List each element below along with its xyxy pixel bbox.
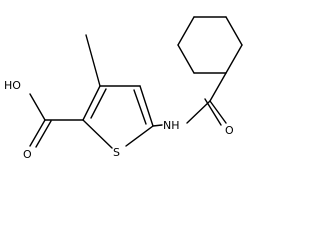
- bond: [186, 100, 211, 124]
- bond: [152, 124, 163, 127]
- bond: [225, 16, 243, 46]
- ring-sulfur-label: S: [113, 146, 120, 159]
- bond: [133, 89, 147, 125]
- bond: [82, 85, 101, 121]
- bond: [177, 16, 195, 46]
- bond: [29, 93, 46, 121]
- thiophene-ring: [82, 85, 163, 149]
- bond: [35, 120, 52, 148]
- bond: [82, 119, 113, 149]
- chemical-structure-diagram: HO O S NH O: [4, 16, 243, 161]
- amide-oxygen-label: O: [225, 124, 234, 137]
- bond: [209, 72, 227, 102]
- bond: [209, 100, 227, 124]
- methyl-bond: [85, 34, 101, 87]
- bond: [139, 85, 154, 127]
- bond: [125, 125, 154, 147]
- carboxyl-hydroxyl-label: HO: [4, 79, 21, 92]
- carboxylic-acid-group: [29, 93, 84, 148]
- bond: [90, 88, 107, 119]
- bond: [29, 119, 46, 147]
- bond: [225, 44, 243, 74]
- carboxyl-carbonyl-oxygen-label: O: [23, 148, 32, 161]
- amide-group: [186, 72, 227, 126]
- bond: [177, 44, 195, 74]
- cyclohexane-ring: [177, 16, 243, 74]
- amide-nitrogen-label: NH: [163, 119, 180, 132]
